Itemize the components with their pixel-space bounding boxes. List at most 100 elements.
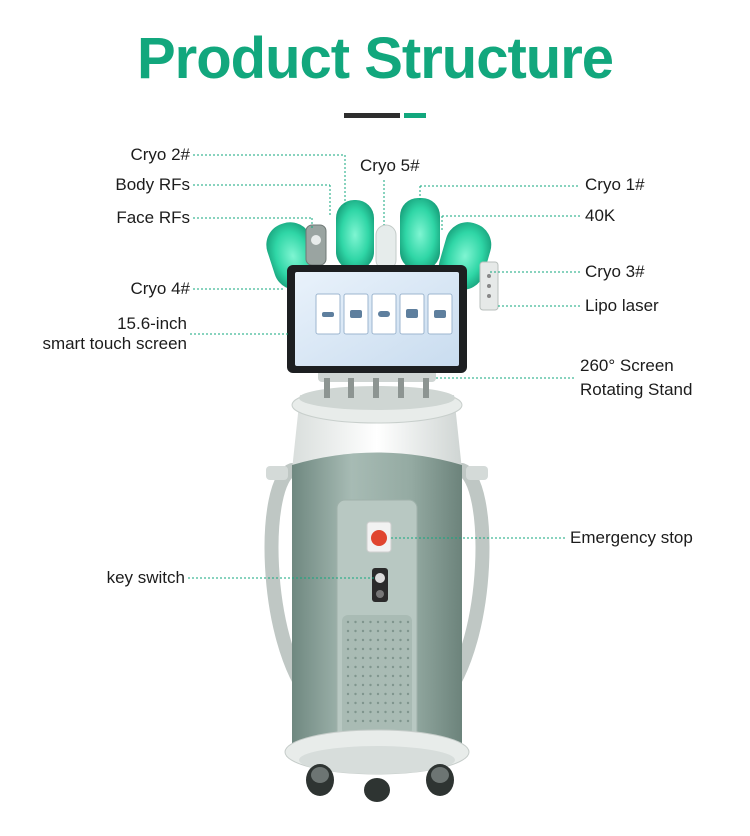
grill-dot — [369, 701, 372, 705]
label-cryo-1: Cryo 1# — [585, 175, 645, 194]
grill-dot — [406, 665, 410, 669]
grill-dot — [376, 656, 380, 660]
grill-dot — [406, 692, 410, 696]
grill-dot — [384, 638, 387, 642]
label-cryo-4: Cryo 4# — [130, 279, 190, 298]
label-stand-line2: Rotating Stand — [580, 380, 693, 399]
grill-dot — [354, 701, 357, 705]
grill-dot — [399, 710, 402, 714]
grill-dot — [369, 620, 372, 624]
grill-dot — [406, 701, 410, 705]
grill-dot — [361, 674, 365, 678]
label-40k: 40K — [585, 206, 616, 225]
grill-dot — [399, 638, 402, 642]
label-screen-line1: 15.6-inch — [117, 314, 187, 333]
grill-dot — [361, 719, 365, 723]
grill-dot — [361, 701, 365, 705]
leader-lines — [188, 154, 580, 579]
grill-dot — [346, 629, 350, 633]
grill-dot — [384, 656, 387, 660]
label-emergency-stop: Emergency stop — [570, 528, 693, 547]
grill-dot — [346, 719, 350, 723]
grill-dot — [369, 629, 372, 633]
grill-dot — [354, 629, 357, 633]
grill-dot — [376, 710, 380, 714]
title-underline-dark — [344, 113, 400, 118]
grill-dot — [399, 701, 402, 705]
grill-dot — [406, 656, 410, 660]
grill-dot — [399, 683, 402, 687]
grill-dot — [369, 647, 372, 651]
grill-dot — [391, 629, 395, 633]
grill-dot — [354, 683, 357, 687]
label-face-rfs: Face RFs — [116, 208, 190, 227]
wheels — [306, 764, 454, 802]
grill-dot — [354, 719, 357, 723]
grill-dot — [346, 701, 350, 705]
grill-dot — [384, 629, 387, 633]
grill-dot — [376, 674, 380, 678]
grill-dot — [391, 719, 395, 723]
label-cryo-3: Cryo 3# — [585, 262, 645, 281]
grill-dot — [384, 674, 387, 678]
grill-dot — [406, 710, 410, 714]
grill-dot — [384, 683, 387, 687]
label-stand-line1: 260° Screen — [580, 356, 674, 375]
grill-dot — [391, 620, 395, 624]
grill-dot — [361, 692, 365, 696]
grill-dot — [399, 692, 402, 696]
grill-dot — [376, 692, 380, 696]
grill-dot — [346, 665, 350, 669]
grill-dot — [376, 620, 380, 624]
grill-dot — [361, 638, 365, 642]
grill-dot — [399, 620, 402, 624]
grill-dot — [406, 629, 410, 633]
grill-dot — [354, 656, 357, 660]
grill-dot — [369, 665, 372, 669]
grill-dot — [384, 719, 387, 723]
label-cryo-2: Cryo 2# — [130, 145, 190, 164]
grill-dot — [361, 683, 365, 687]
grill-dot — [361, 656, 365, 660]
grill-dot — [354, 620, 357, 624]
grill-dot — [391, 647, 395, 651]
grill-dot — [346, 683, 350, 687]
grill-dot — [376, 719, 380, 723]
grill-dot — [346, 638, 350, 642]
grill-dot — [346, 656, 350, 660]
cryo-2-handle — [336, 200, 374, 270]
cryo-1-handle — [400, 198, 440, 270]
grill-dot — [406, 683, 410, 687]
grill-dot — [384, 710, 387, 714]
grill-dot — [354, 692, 357, 696]
grill-dot — [399, 674, 402, 678]
grill-dot — [384, 620, 387, 624]
grill-dot — [346, 647, 350, 651]
label-key-switch: key switch — [106, 568, 185, 587]
grill-dot — [369, 719, 372, 723]
grill-dot — [346, 620, 350, 624]
grill-dot — [399, 719, 402, 723]
grill-dot — [369, 692, 372, 696]
emergency-stop-button — [366, 521, 392, 553]
grill-dot — [354, 710, 357, 714]
grill-dot — [361, 665, 365, 669]
grill-dot — [391, 701, 395, 705]
grill-dot — [354, 638, 357, 642]
grill-dot — [384, 647, 387, 651]
grill-dot — [369, 656, 372, 660]
grill-dot — [369, 674, 372, 678]
grill-dot — [354, 674, 357, 678]
grill-dot — [376, 647, 380, 651]
grill-dot — [399, 656, 402, 660]
grill-dot — [391, 683, 395, 687]
touch-screen — [287, 265, 467, 373]
grill-dot — [369, 683, 372, 687]
grill-dot — [376, 629, 380, 633]
grill-dot — [391, 638, 395, 642]
grill-dot — [361, 647, 365, 651]
key-switch — [372, 568, 388, 602]
label-cryo-5: Cryo 5# — [360, 156, 420, 175]
speaker-grill — [346, 620, 410, 723]
